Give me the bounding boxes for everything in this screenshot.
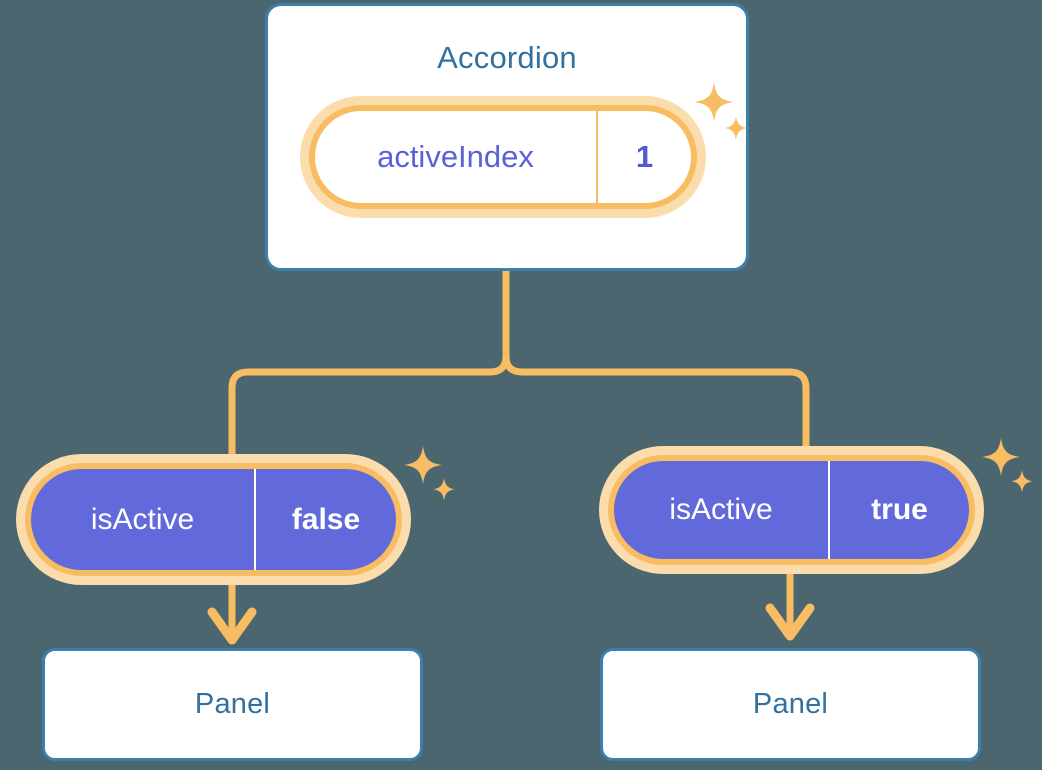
state-key-label: activeIndex: [315, 111, 598, 203]
state-key-label: isActive: [614, 461, 830, 559]
panel-title: Panel: [752, 688, 829, 720]
panel-title: Panel: [194, 688, 271, 720]
component-card-panel-left[interactable]: Panel: [42, 648, 423, 761]
edge-right-state-to-panel: [765, 566, 815, 641]
page-title: Accordion: [437, 40, 577, 75]
edge-root-to-children: [228, 267, 810, 472]
state-value-label: 1: [635, 139, 654, 174]
state-key-label: isActive: [31, 469, 256, 570]
state-value-label: true: [871, 493, 928, 526]
state-badge-activeindex[interactable]: activeIndex 1: [300, 96, 706, 218]
state-badge-isactive-left[interactable]: isActive false: [16, 454, 411, 585]
component-card-panel-right[interactable]: Panel: [600, 648, 981, 761]
sparkle-right-large-icon: [982, 438, 1033, 493]
edge-left-state-to-panel: [207, 576, 257, 645]
state-value-label: false: [291, 502, 361, 536]
sparkle-left-large-icon: [404, 446, 455, 501]
state-badge-isactive-right[interactable]: isActive true: [599, 446, 984, 574]
